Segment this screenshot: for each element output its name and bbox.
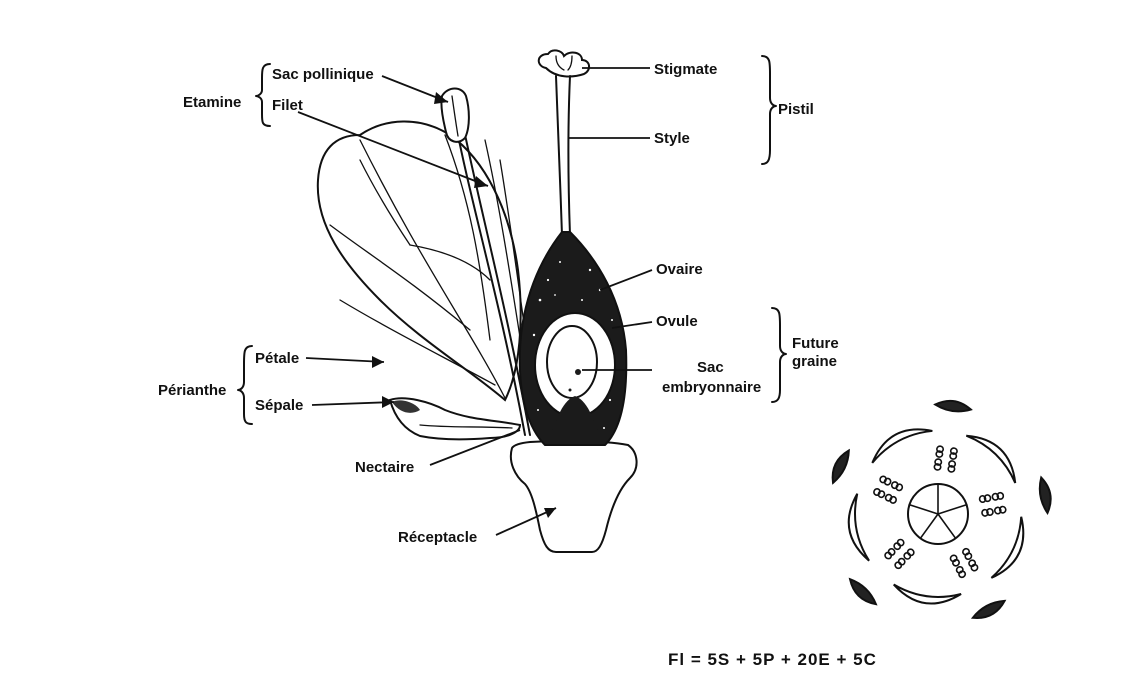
petal-crescent xyxy=(893,583,962,605)
label-ovaire: Ovaire xyxy=(656,261,703,278)
label-sepale: Sépale xyxy=(255,397,303,414)
label-embryonnaire: embryonnaire xyxy=(662,379,761,396)
petal-crescent xyxy=(990,516,1025,579)
pistil-shape xyxy=(518,49,628,446)
receptacle-shape xyxy=(509,439,638,553)
petal-crescent xyxy=(871,428,933,464)
label-etamine: Etamine xyxy=(183,94,241,111)
sepal-crescent xyxy=(848,577,878,606)
brackets xyxy=(237,55,787,425)
label-filet: Filet xyxy=(272,97,303,114)
label-style: Style xyxy=(654,130,690,147)
sepal-crescent xyxy=(831,448,850,485)
label-sac-pollinique: Sac pollinique xyxy=(272,66,374,83)
stamen-group xyxy=(978,491,1007,517)
label-nectaire: Nectaire xyxy=(355,459,414,476)
floral-formula: Fl = 5S + 5P + 20E + 5C xyxy=(668,650,877,669)
stigma-shape xyxy=(537,49,590,78)
sepal-crescent xyxy=(933,399,973,413)
petal-crescent xyxy=(847,493,870,562)
label-future: Future xyxy=(792,335,839,352)
petal-crescent xyxy=(965,434,1017,484)
stamen-group xyxy=(933,445,958,473)
label-sac: Sac xyxy=(697,359,724,376)
leader-lines xyxy=(297,67,653,536)
label-graine: graine xyxy=(792,353,837,370)
carpel-circle xyxy=(907,483,969,545)
sepal-crescent xyxy=(970,599,1007,620)
label-stigmate: Stigmate xyxy=(654,61,717,78)
diagram-labels: Etamine Sac pollinique Filet Stigmate St… xyxy=(158,61,839,546)
stamen-group xyxy=(949,547,979,579)
label-ovule: Ovule xyxy=(656,313,698,330)
pollen-sac-anther xyxy=(440,87,470,143)
floral-diagram xyxy=(831,399,1052,620)
label-receptacle: Réceptacle xyxy=(398,529,477,546)
label-pistil: Pistil xyxy=(778,101,814,118)
stamen-group xyxy=(873,475,904,504)
sepal-crescent xyxy=(1038,475,1052,516)
label-perianthe: Périanthe xyxy=(158,382,226,399)
sepal-shape xyxy=(388,397,522,441)
stamen-group xyxy=(884,538,915,570)
label-petale: Pétale xyxy=(255,350,299,367)
